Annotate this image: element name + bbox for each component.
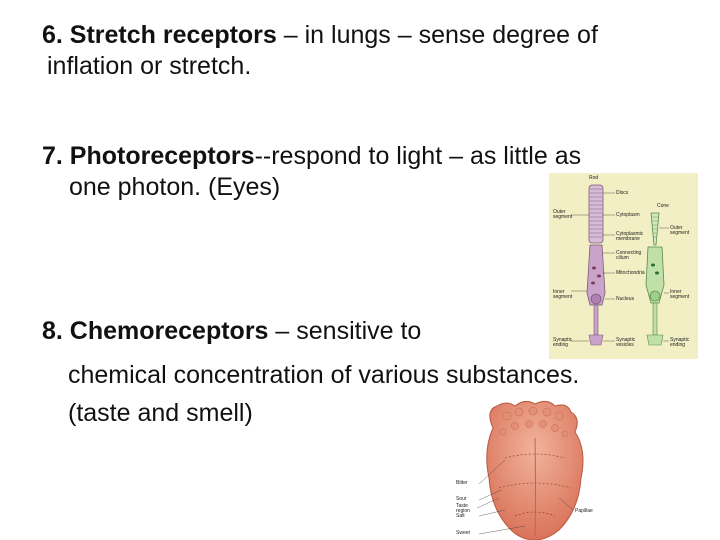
photoreceptor-diagram: Rod Discs Cone Outer segment Cytoplasm O… — [549, 173, 698, 359]
tongue-drawing — [476, 400, 584, 540]
item-stretch-receptors: 6. Stretch receptors – in lungs – sense … — [42, 20, 598, 82]
item-title: 6. Stretch receptors — [42, 21, 277, 49]
item-text-continued: inflation or stretch. — [47, 52, 252, 80]
item-chemoreceptors: 8. Chemoreceptors – sensitive to chemica… — [42, 316, 579, 429]
item-text-continued: one photon. (Eyes) — [69, 173, 281, 201]
label-rod: Rod — [589, 175, 599, 181]
label-mitochondria: Mitochondria — [616, 270, 645, 276]
item-title: 8. Chemoreceptors — [42, 317, 269, 345]
label-outer-segment-right: Outer segment — [670, 225, 690, 236]
tongue-shape — [486, 400, 584, 540]
label-inner-segment-left: Inner segment — [553, 289, 573, 300]
label-sour: Sour — [456, 496, 467, 502]
cone-inner-segment — [645, 246, 665, 304]
rod-outer-segment — [588, 184, 604, 244]
item-text: – sensitive to — [268, 317, 422, 345]
photoreceptor-drawing — [571, 184, 669, 346]
label-bitter: Bitter — [456, 480, 468, 486]
label-sweet: Sweet — [456, 530, 470, 536]
label-taste-region: Taste region — [456, 503, 470, 514]
label-discs: Discs — [616, 190, 629, 196]
item-text: – in lungs – sense degree of — [276, 21, 598, 49]
label-salt: Salt — [456, 513, 465, 519]
item-title: 7. Photoreceptors — [42, 142, 255, 170]
item-text: --respond to light – as little as — [254, 142, 582, 170]
label-nucleus: Nucleus — [616, 296, 635, 302]
label-synaptic-ending-right: Synaptic ending — [670, 337, 690, 348]
item-photoreceptors: 7. Photoreceptors--respond to light – as… — [42, 141, 581, 203]
label-synaptic-vesicles: Synaptic vesicles — [616, 337, 636, 348]
label-inner-segment-right: Inner segment — [670, 289, 690, 300]
label-cytoplasmic-membrane: Cytoplasmic membrane — [616, 231, 644, 242]
label-connecting-cilium: Connecting cilium — [616, 250, 642, 261]
label-cone: Cone — [657, 203, 669, 209]
label-cytoplasm: Cytoplasm — [616, 212, 640, 218]
tongue-diagram: Bitter Sour Taste region Salt Sweet Papi… — [455, 398, 615, 540]
label-papillae: Papillae — [575, 508, 593, 514]
rod-inner-segment — [586, 244, 606, 306]
item-text-continued: (taste and smell) — [68, 399, 253, 427]
label-synaptic-ending-left: Synaptic ending — [553, 337, 573, 348]
item-text-continued: chemical concentration of various substa… — [68, 361, 580, 389]
label-outer-segment-left: Outer segment — [553, 209, 573, 220]
